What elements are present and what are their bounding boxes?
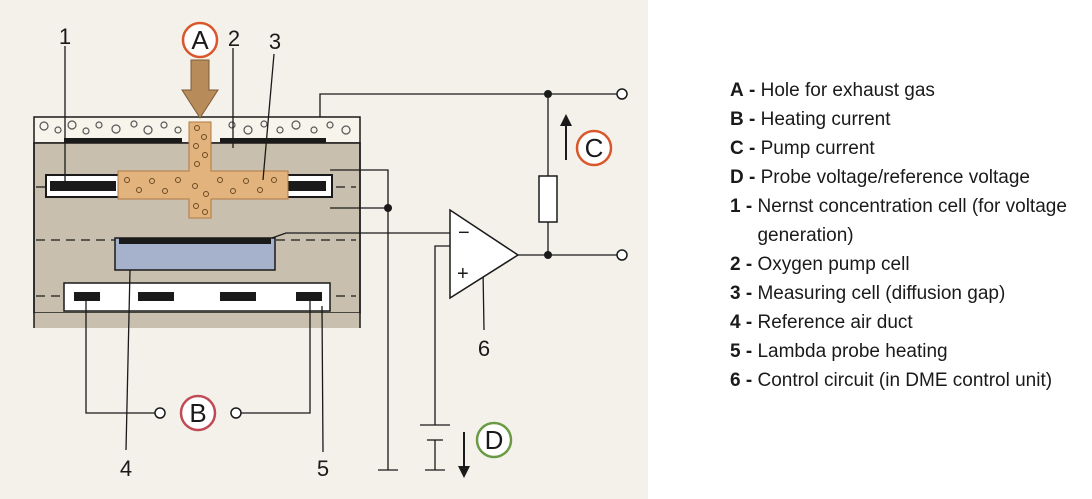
callout-2: 2 — [228, 26, 240, 51]
legend-key: 2 — [730, 254, 741, 275]
legend-key: 6 — [730, 370, 741, 391]
outer-pump-electrode-right — [220, 138, 326, 144]
legend-text: Oxygen pump cell — [757, 254, 910, 275]
legend-key: 1 — [730, 196, 741, 217]
legend-key: 4 — [730, 312, 741, 333]
legend-separator: - — [743, 167, 761, 188]
measuring-cell-diffusion-gap — [117, 121, 289, 219]
exhaust-gas-arrow — [181, 59, 219, 119]
legend-separator: - — [743, 109, 761, 130]
legend-item-5: 5 - Lambda probe heating — [730, 337, 1080, 366]
legend-text: Heating current — [760, 109, 891, 130]
legend-item-4: 4 - Reference air duct — [730, 308, 1080, 337]
badge-D: D — [475, 421, 513, 459]
legend-separator: - — [740, 370, 758, 391]
callout-1: 1 — [59, 24, 71, 49]
legend-text: Reference air duct — [757, 312, 913, 333]
legend-item-6: 6 - Control circuit (in DME control unit… — [730, 366, 1080, 395]
nernst-electrode-right-inner — [288, 181, 326, 191]
pump-current-arrow — [560, 114, 572, 160]
legend-separator: - — [743, 80, 761, 101]
badge-C: C — [575, 129, 613, 167]
nernst-electrode-left-inner — [50, 181, 116, 191]
legend-item-A: A - Hole for exhaust gas — [730, 76, 1080, 105]
badge-A: A — [181, 21, 219, 59]
callout-4: 4 — [120, 456, 132, 481]
probe-voltage-arrow — [458, 432, 470, 478]
badge-A-label: A — [191, 25, 209, 55]
legend-key: A — [730, 80, 744, 101]
heater-layer — [63, 282, 331, 312]
op-amp-minus: − — [458, 222, 470, 244]
ceramic-body-lower — [34, 313, 360, 328]
legend-item-2: 2 - Oxygen pump cell — [730, 250, 1080, 279]
reference-electrode — [119, 238, 271, 244]
legend-separator: - — [740, 341, 758, 362]
legend-key: B — [730, 109, 744, 130]
badge-C-label: C — [585, 133, 604, 163]
legend-separator: - — [743, 138, 761, 159]
outer-pump-electrode-left — [64, 138, 182, 144]
legend-item-C: C - Pump current — [730, 134, 1080, 163]
legend-key: 5 — [730, 341, 741, 362]
legend-text: Control circuit (in DME control unit) — [757, 370, 1053, 391]
legend-key: 3 — [730, 283, 741, 304]
heater-elements — [74, 292, 322, 301]
terminals — [154, 88, 628, 419]
badge-D-label: D — [485, 425, 504, 455]
legend-key: D — [730, 167, 744, 188]
legend-item-B: B - Heating current — [730, 105, 1080, 134]
legend-item-1: 1 - Nernst concentration cell (for volta… — [730, 192, 1080, 250]
badge-B-label: B — [189, 398, 206, 428]
legend-text: Hole for exhaust gas — [760, 80, 935, 101]
badge-B: B — [179, 394, 217, 432]
callout-3: 3 — [269, 29, 281, 54]
callout-5: 5 — [317, 456, 329, 481]
callout-6: 6 — [478, 336, 490, 361]
circuit-wires — [64, 46, 618, 471]
legend-separator: - — [740, 312, 758, 333]
legend-item-3: 3 - Measuring cell (diffusion gap) — [730, 279, 1080, 308]
legend-text: Nernst concentration cell (for voltage g… — [757, 196, 1067, 246]
junction-dots — [384, 90, 552, 259]
gas-bubbles — [124, 125, 277, 215]
strip-bubbles — [39, 120, 351, 135]
legend-separator: - — [740, 283, 758, 304]
legend-text: Pump current — [760, 138, 875, 159]
legend-item-D: D - Probe voltage/reference voltage — [730, 163, 1080, 192]
legend: A - Hole for exhaust gas B - Heating cur… — [730, 76, 1080, 395]
legend-text: Probe voltage/reference voltage — [760, 167, 1030, 188]
legend-text: Lambda probe heating — [757, 341, 948, 362]
legend-text: Measuring cell (diffusion gap) — [757, 283, 1006, 304]
op-amp — [449, 208, 520, 300]
pump-resistor — [538, 175, 558, 223]
legend-separator: - — [740, 254, 758, 275]
legend-key: C — [730, 138, 744, 159]
legend-separator: - — [740, 196, 758, 217]
op-amp-plus: + — [457, 263, 469, 285]
